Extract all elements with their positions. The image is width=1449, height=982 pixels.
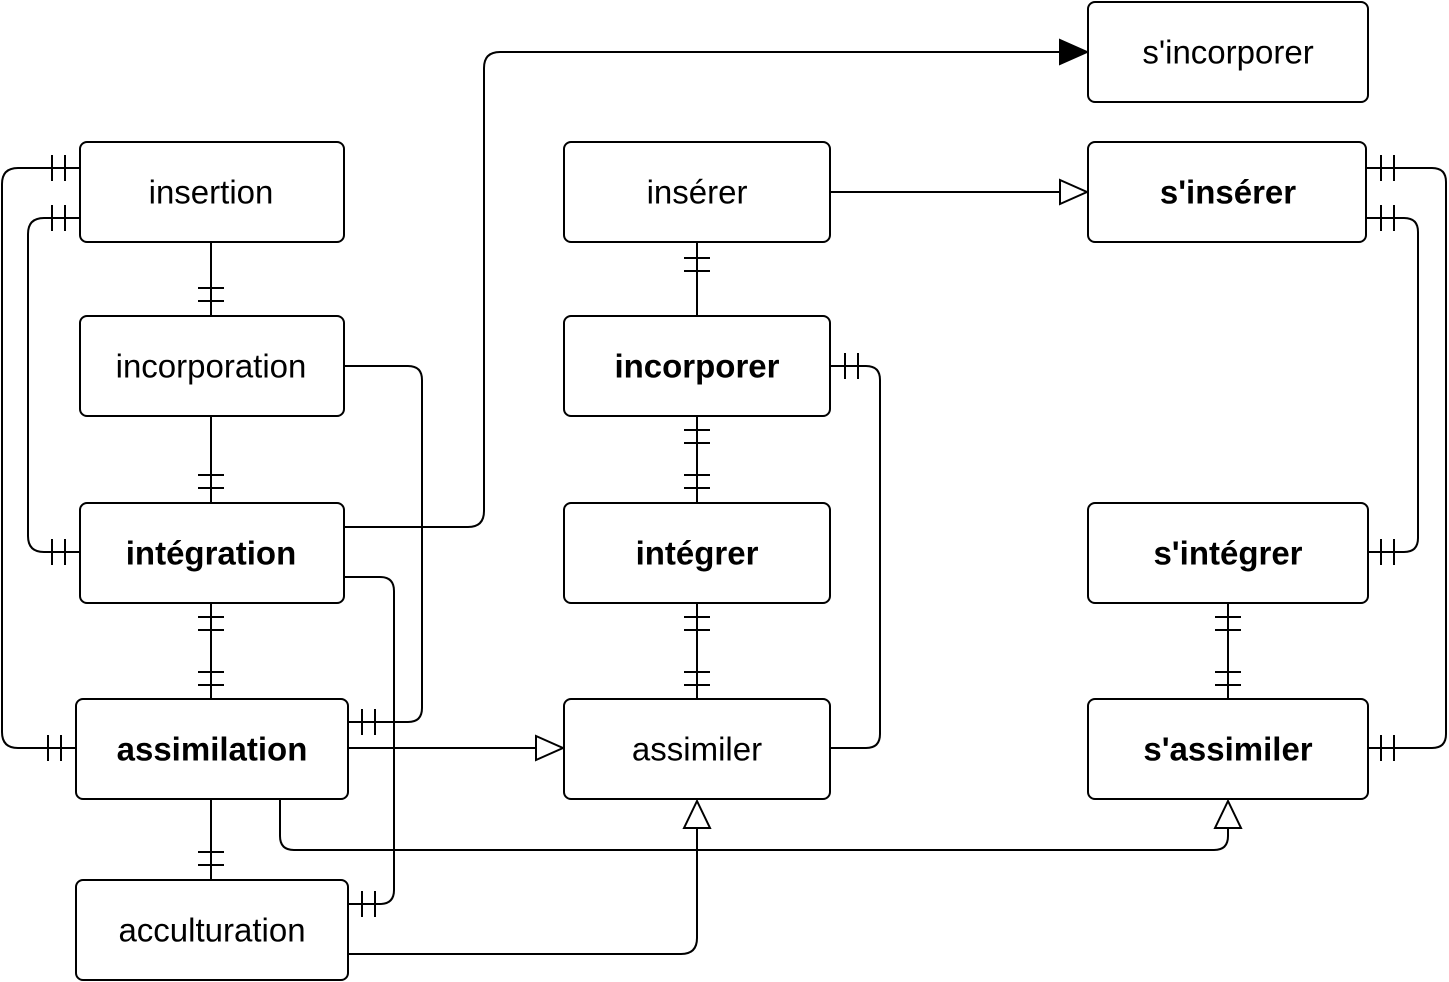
node-integration: intégration bbox=[79, 502, 345, 604]
nodes: insertion incorporation intégration assi… bbox=[75, 1, 1369, 981]
node-integrer: intégrer bbox=[563, 502, 831, 604]
node-label: assimiler bbox=[632, 731, 762, 768]
link-insertion-incorporation bbox=[198, 242, 224, 316]
link-assimilation-acculturation bbox=[198, 799, 224, 880]
link-assimilation-assimiler bbox=[348, 734, 566, 762]
node-assimilation: assimilation bbox=[75, 698, 349, 800]
node-inserer: insérer bbox=[563, 141, 831, 243]
node-incorporation: incorporation bbox=[79, 315, 345, 417]
link-insertion-assimilation bbox=[1, 155, 80, 761]
link-s-inserer-s-assimiler bbox=[1366, 155, 1447, 761]
link-assimiler-incorporer bbox=[830, 353, 881, 749]
node-label: acculturation bbox=[118, 912, 305, 949]
link-inserer-s-inserer bbox=[830, 178, 1090, 206]
node-label: insérer bbox=[647, 174, 748, 211]
node-s-integrer: s'intégrer bbox=[1087, 502, 1369, 604]
node-label: intégrer bbox=[636, 535, 759, 572]
node-label: incorporation bbox=[116, 348, 307, 385]
node-label: intégration bbox=[126, 535, 297, 572]
link-integration-assimilation bbox=[198, 603, 224, 699]
link-s-inserer-s-integrer bbox=[1366, 205, 1419, 565]
node-label: s'insérer bbox=[1160, 174, 1296, 211]
node-s-inserer: s'insérer bbox=[1087, 141, 1367, 243]
node-label: s'intégrer bbox=[1153, 535, 1302, 572]
edges bbox=[1, 38, 1447, 955]
node-assimiler: assimiler bbox=[563, 698, 831, 800]
node-s-incorporer: s'incorporer bbox=[1087, 1, 1369, 103]
link-assimilation-s-assimiler bbox=[279, 798, 1243, 851]
node-label: assimilation bbox=[117, 731, 308, 768]
node-incorporer: incorporer bbox=[563, 315, 831, 417]
node-label: s'incorporer bbox=[1142, 34, 1313, 71]
link-incorporation-integration bbox=[198, 416, 224, 503]
open-arrowhead bbox=[682, 798, 712, 829]
link-inserer-incorporer bbox=[684, 242, 710, 316]
link-insertion-integration bbox=[27, 205, 80, 565]
node-acculturation: acculturation bbox=[75, 879, 349, 981]
link-s-integrer-s-assimiler bbox=[1215, 603, 1241, 699]
node-label: incorporer bbox=[614, 348, 779, 385]
link-integration-acculturation bbox=[344, 576, 395, 917]
node-s-assimiler: s'assimiler bbox=[1087, 698, 1369, 800]
open-arrowhead bbox=[1213, 798, 1243, 829]
link-integration-s-incorporer bbox=[344, 38, 1090, 528]
node-label: insertion bbox=[149, 174, 274, 211]
link-acculturation-assimiler bbox=[348, 798, 712, 955]
open-arrowhead bbox=[1059, 178, 1090, 206]
solid-arrowhead bbox=[1059, 38, 1090, 66]
node-insertion: insertion bbox=[79, 141, 345, 243]
link-incorporation-assimilation bbox=[344, 365, 423, 735]
link-integrer-assimiler bbox=[684, 603, 710, 699]
link-incorporer-integrer bbox=[684, 416, 710, 503]
node-label: s'assimiler bbox=[1143, 731, 1312, 768]
open-arrowhead bbox=[535, 734, 566, 762]
